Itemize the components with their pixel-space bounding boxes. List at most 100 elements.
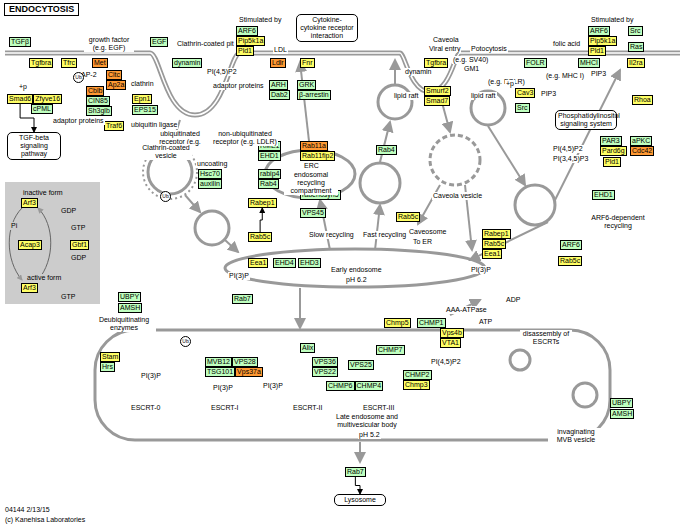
gene-box: VPS36 <box>312 357 338 367</box>
gene-box: Rab7 <box>232 294 253 304</box>
gene-box: Rab5c <box>482 239 506 249</box>
pathway-map-box: Cytokine- cytokine receptor interaction <box>296 14 358 42</box>
annotation-label: endosomal recycling compartment <box>284 171 338 195</box>
annotation-label: PI(4,5)P2 <box>430 358 462 366</box>
ubiquitin-tag: Ub <box>180 336 191 347</box>
node-text: Src <box>630 27 641 35</box>
node-text: VTA1 <box>442 339 459 347</box>
gene-box: Rab5c <box>558 256 582 266</box>
gene-box: Eea1 <box>248 258 268 268</box>
node-text: MHCI <box>580 59 598 67</box>
annotation-label: adaptor proteins <box>52 117 105 125</box>
gene-box: Rabep1 <box>482 229 511 239</box>
node-text: Hrs <box>102 363 113 371</box>
gene-box: Arf3 <box>21 198 38 208</box>
gene-box: EHD1 <box>258 151 281 161</box>
pathway-map-box: Phosphatidylinositol signaling system <box>555 110 617 130</box>
annotation-label: PI(3,4,5)P3 <box>552 155 589 163</box>
annotation-label: disassembly of ESCRTs <box>520 330 572 346</box>
node-text: Eea1 <box>250 259 266 267</box>
node-text: ARF6 <box>562 241 580 249</box>
node-text: Tfrc <box>63 59 75 67</box>
gene-box: Ras <box>628 42 644 52</box>
annotation-label: PI(3)P <box>228 272 250 280</box>
annotation-label: ESCRT-0 <box>130 404 161 412</box>
gene-box: VPS45 <box>300 208 326 218</box>
gene-box: Src <box>515 103 530 113</box>
annotation-label: ATP <box>478 318 493 326</box>
gene-box: Smad7 <box>424 96 450 106</box>
annotation-label: AAA-ATPase <box>445 306 488 314</box>
gene-box: Tfrc <box>61 58 77 68</box>
relation-arrow <box>260 208 262 232</box>
annotation-label: active form <box>26 274 62 282</box>
gene-box: Smad6 <box>7 94 33 104</box>
gene-box: Fnr <box>300 58 315 68</box>
gene-box: Arf3 <box>21 283 38 293</box>
pathway-map-box: TGF-beta signaling pathway <box>7 132 61 160</box>
node-text: auxilin <box>200 180 220 188</box>
node-text: Rab5c <box>484 240 504 248</box>
annotation-label: ERC <box>303 162 320 170</box>
annotation-label: folic acid <box>552 40 581 48</box>
gene-box: EHD4 <box>273 258 296 268</box>
gene-box: Cltc <box>106 70 122 80</box>
node-text: Tgfbra <box>426 59 446 67</box>
node-text: Smurf2 <box>426 87 449 95</box>
gene-box: auxilin <box>198 179 222 189</box>
gene-box: Met <box>92 58 108 68</box>
annotation-label: LDL <box>273 46 288 54</box>
ubiquitin-tag: Ub <box>160 191 171 202</box>
annotation-label: adaptor proteins <box>212 82 265 90</box>
annotation-label: GDP <box>70 254 87 262</box>
gene-box: Pip5k1a <box>236 36 265 46</box>
annotation-label: PI(4,5)P2 <box>206 68 238 76</box>
vesicles <box>95 85 610 440</box>
ubiquitin-tag: Ub <box>73 72 84 83</box>
node-text: Cytokine- cytokine receptor interaction <box>299 16 355 40</box>
node-text: Src <box>517 104 528 112</box>
gene-box: aPKC <box>630 136 652 146</box>
node-text: Epn1 <box>134 95 150 103</box>
annotation-label: invaginating MVB vesicle <box>548 428 604 444</box>
node-text: Pld1 <box>590 47 604 55</box>
node-text: EHD4 <box>275 259 294 267</box>
node-text: Cdc42 <box>632 147 652 155</box>
gene-box: Rab4 <box>376 145 397 155</box>
annotation-label: PI(3)P <box>212 384 234 392</box>
gene-box: Smurf2 <box>424 86 451 96</box>
node-text: CHMP1 <box>419 319 444 327</box>
node-text: Rabep1 <box>484 230 509 238</box>
node-text: CHMP2 <box>405 371 430 379</box>
annotation-label: ARF6-dependent recycling <box>588 214 648 230</box>
gene-box: Vps4b <box>440 328 464 338</box>
node-text: Ap2a <box>108 81 124 89</box>
gene-box: MVB12 <box>205 357 232 367</box>
node-text: Rab7 <box>234 295 251 303</box>
relation-arrow <box>355 477 360 494</box>
node-text: CHMP4 <box>357 382 382 390</box>
gene-box: Stam <box>100 352 120 362</box>
gene-box: VPS28 <box>232 357 258 367</box>
gene-box: TGFβ <box>9 37 31 47</box>
annotation-label: GTP <box>70 224 86 232</box>
node-text: Sh3glb <box>88 107 110 115</box>
gene-box: Rab7 <box>345 467 366 477</box>
gene-box: Chmp5 <box>384 318 411 328</box>
annotation-label: PIP3 <box>540 90 557 98</box>
node-text: CIN85 <box>88 97 108 105</box>
gene-box: CHMP7 <box>376 345 405 355</box>
plasma-membrane <box>5 53 680 115</box>
gene-box: Zfyve16 <box>33 94 62 104</box>
gene-box: Pld1 <box>236 46 254 56</box>
gene-box: EHD1 <box>592 190 615 200</box>
node-text: Stam <box>102 353 118 361</box>
annotation-label: Clathrin-coated vesicle <box>140 144 192 160</box>
inset-panel <box>5 182 100 304</box>
annotation-label: growth factor (e.g. EGF) <box>84 36 134 52</box>
annotation-label: Stimulated by <box>590 16 634 24</box>
node-text: Cav3 <box>517 89 533 97</box>
node-text: Ras <box>630 43 642 51</box>
gene-box: Rab4 <box>258 179 279 189</box>
node-text: EPS15 <box>134 106 156 114</box>
